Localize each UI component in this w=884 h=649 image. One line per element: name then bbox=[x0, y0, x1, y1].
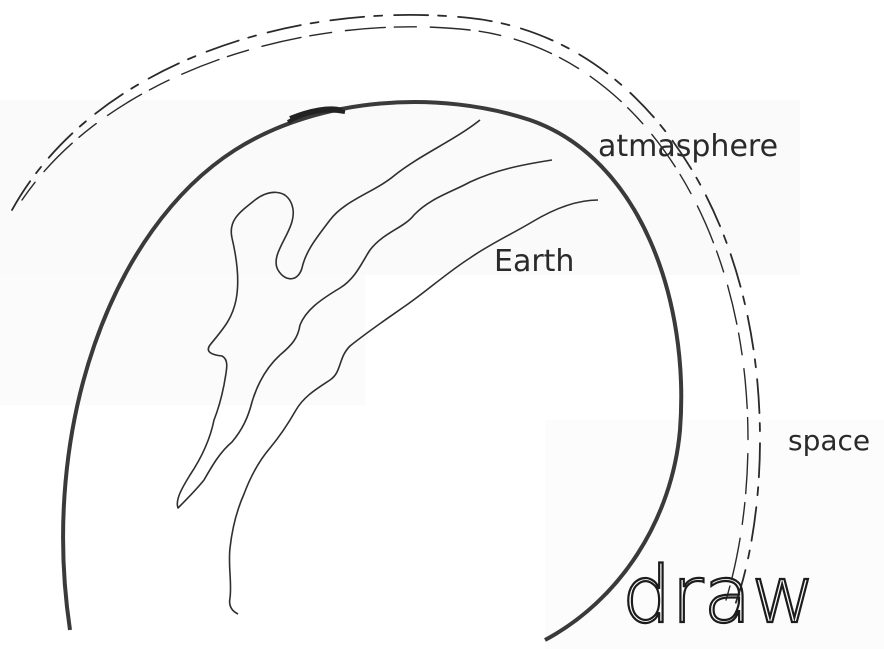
draw-watermark: draw bbox=[622, 551, 815, 641]
atmosphere-label: atmasphere bbox=[598, 129, 778, 164]
earth-label: Earth bbox=[494, 244, 574, 279]
space-label: space bbox=[788, 424, 870, 457]
